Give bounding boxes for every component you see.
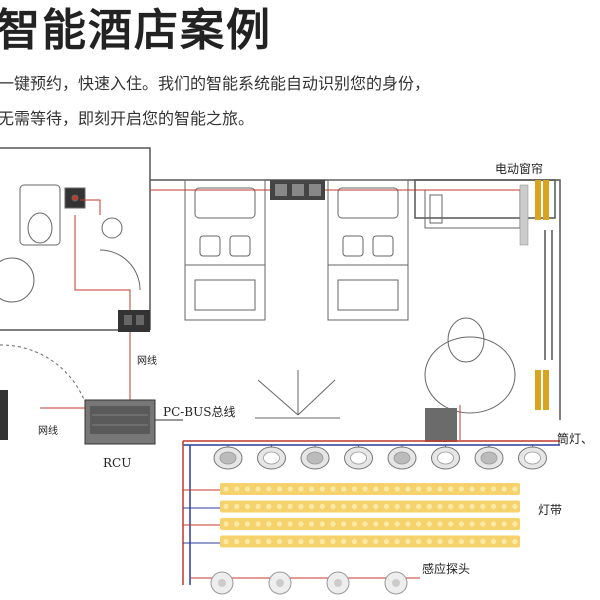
intro-line-2: 无需等待，即刻开启您的智能之旅。 — [0, 109, 255, 128]
downlight-icon — [387, 445, 417, 470]
light-strip — [220, 483, 520, 495]
door-switch-panel — [118, 310, 150, 332]
bus-label: PC-BUS总线 — [163, 405, 236, 419]
table-and-chair — [424, 317, 516, 414]
bed-left — [184, 179, 266, 321]
network-label-1: 网线 — [137, 356, 157, 367]
bathroom-fixtures — [0, 184, 141, 421]
downlight-label: 筒灯、 — [557, 432, 594, 446]
light-strip — [220, 518, 520, 530]
light-strip — [220, 535, 520, 548]
page-title: 智能酒店案例 — [0, 5, 272, 56]
rcu-label: RCU — [103, 456, 132, 470]
downlight-icon — [431, 445, 460, 470]
control-box — [425, 408, 457, 442]
network-label-2: 网线 — [38, 426, 58, 437]
downlight-icon — [300, 445, 330, 470]
sensor-icon — [210, 571, 234, 595]
downlight-icon — [474, 445, 504, 470]
downlight-icon — [518, 445, 547, 470]
sensor-icon — [384, 571, 408, 595]
walls — [0, 147, 561, 420]
sensor-icon — [268, 571, 292, 595]
sensor-icon — [326, 571, 350, 595]
rcu-box — [84, 399, 156, 445]
tv-stand — [255, 370, 340, 419]
downlights — [213, 445, 547, 470]
curtain-label: 电动窗帘 — [495, 162, 544, 176]
bed-right — [327, 179, 409, 321]
light-strip — [220, 500, 520, 513]
nightstand-panel — [270, 180, 325, 200]
strip-label: 灯带 — [538, 503, 563, 517]
sensors — [210, 571, 408, 595]
downlight-icon — [344, 445, 373, 470]
side-panel — [0, 390, 8, 440]
downlight-icon — [257, 445, 286, 470]
sensor-label: 感应探头 — [422, 562, 471, 576]
downlight-icon — [213, 445, 243, 470]
sofa — [424, 189, 521, 229]
curtain-motors — [519, 180, 549, 410]
signal-wires-red — [40, 189, 520, 440]
light-strips — [220, 483, 520, 548]
intro-line-1: 一键预约，快速入住。我们的智能系统能自动识别您的身份， — [0, 74, 431, 93]
